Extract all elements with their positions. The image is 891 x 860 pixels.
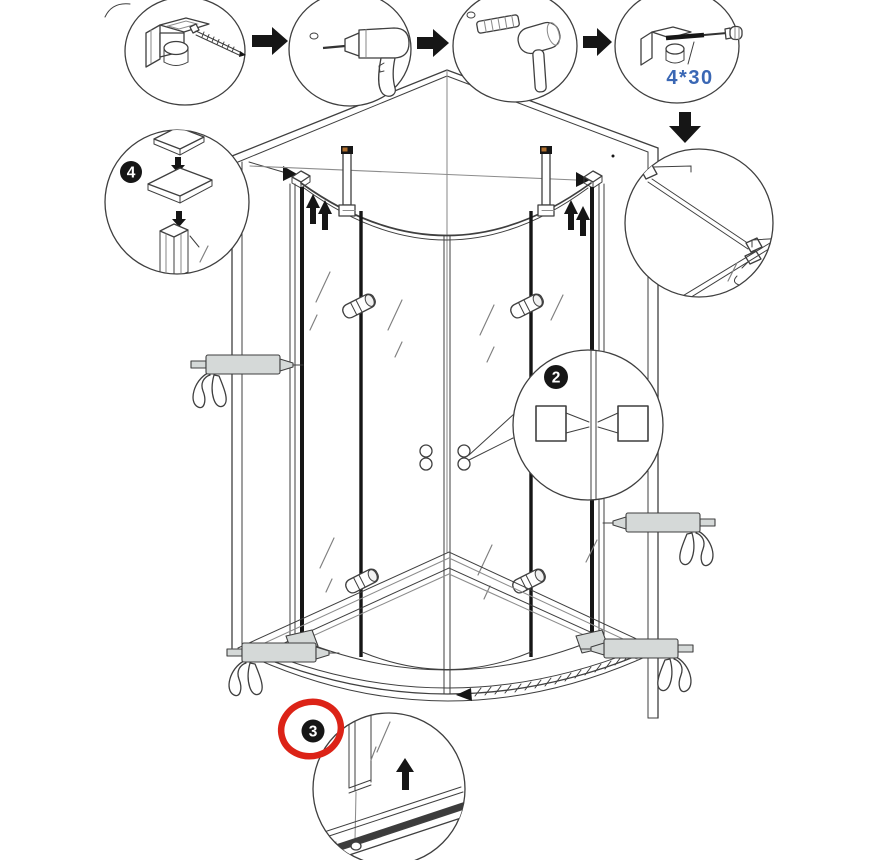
- red-highlight-ellipse: [277, 698, 345, 760]
- glass-bottom-corner: [348, 713, 391, 794]
- fixed-panel-left: [289, 183, 304, 649]
- knob-left: [535, 405, 590, 442]
- label-leader: [687, 41, 695, 65]
- pivot-pin-right: [537, 145, 555, 217]
- step-circle-screwdriver: 4*30: [614, 0, 743, 104]
- detail-circle-bottom-seal: [312, 712, 466, 860]
- arrow-right-icon: [583, 28, 612, 56]
- glass-shine-marks: [309, 271, 598, 600]
- knob-right: [597, 405, 649, 442]
- bottom-seal-hatch: [456, 652, 631, 701]
- screw-icon: [189, 23, 246, 57]
- step-badge-2-number: 2: [552, 370, 561, 387]
- step-badge-3-number: 3: [309, 724, 318, 741]
- drill-hole-icon: [466, 11, 476, 19]
- caulk-gun-right-middle: [602, 512, 716, 567]
- step-circle-bracket-screw: [124, 0, 246, 106]
- speck: [611, 154, 615, 158]
- door-hinge: [340, 291, 378, 321]
- detail-circle-support-bar: [624, 148, 774, 298]
- support-bar-icon: [637, 164, 773, 286]
- door-hinge: [508, 291, 546, 321]
- up-arrows-right: [564, 200, 590, 236]
- arrow-down-icon: [669, 112, 701, 143]
- wall-bracket-icon: [145, 17, 210, 68]
- mallet-icon: [517, 21, 561, 93]
- door-pivot-edges: [359, 211, 533, 657]
- caulk-gun-left-upper: [190, 354, 304, 409]
- door-hinge: [510, 566, 548, 596]
- up-arrows-left: [306, 194, 332, 230]
- small-down-arrow: [172, 211, 186, 227]
- glass-corner: [675, 242, 773, 297]
- cap-piece-top: [153, 130, 205, 156]
- pivot-pin-left: [338, 145, 356, 217]
- screw-size-label: 4*30: [666, 67, 713, 89]
- step-badge-3-group: 3: [277, 698, 345, 760]
- door-knobs: [419, 413, 515, 471]
- screwdriver-icon: [665, 25, 743, 41]
- arrow-right-icon: [417, 29, 449, 57]
- door-center-edges: [443, 235, 451, 695]
- electric-drill-icon: [309, 27, 410, 97]
- step-badge-2: [544, 365, 568, 389]
- detail-circle-corner-caps: 4: [104, 129, 250, 275]
- wall-plug-icon: [476, 14, 520, 34]
- shower-tray: [237, 551, 657, 702]
- step-circle-wall-plug-mallet: [452, 0, 578, 103]
- step-badge-4-number: 4: [127, 165, 136, 182]
- cropped-circle-fragment: [104, 3, 131, 18]
- profile-extrusion: [159, 223, 209, 274]
- step-circle-drill: [288, 0, 412, 107]
- cap-piece-bottom: [147, 167, 213, 204]
- cap-leader-lines: [248, 161, 590, 187]
- arrow-right-icon: [252, 27, 288, 55]
- detail-circle-door-knobs: 2: [512, 349, 664, 501]
- caulk-gun-left-lower: [226, 642, 340, 697]
- step-badge-4: [120, 161, 142, 183]
- wall-bracket-icon: [640, 26, 692, 66]
- seal-strip-icon: [317, 786, 465, 860]
- up-arrow-icon: [396, 758, 414, 790]
- caulk-gun-right-lower: [580, 638, 694, 693]
- step-badge-3: [301, 719, 325, 743]
